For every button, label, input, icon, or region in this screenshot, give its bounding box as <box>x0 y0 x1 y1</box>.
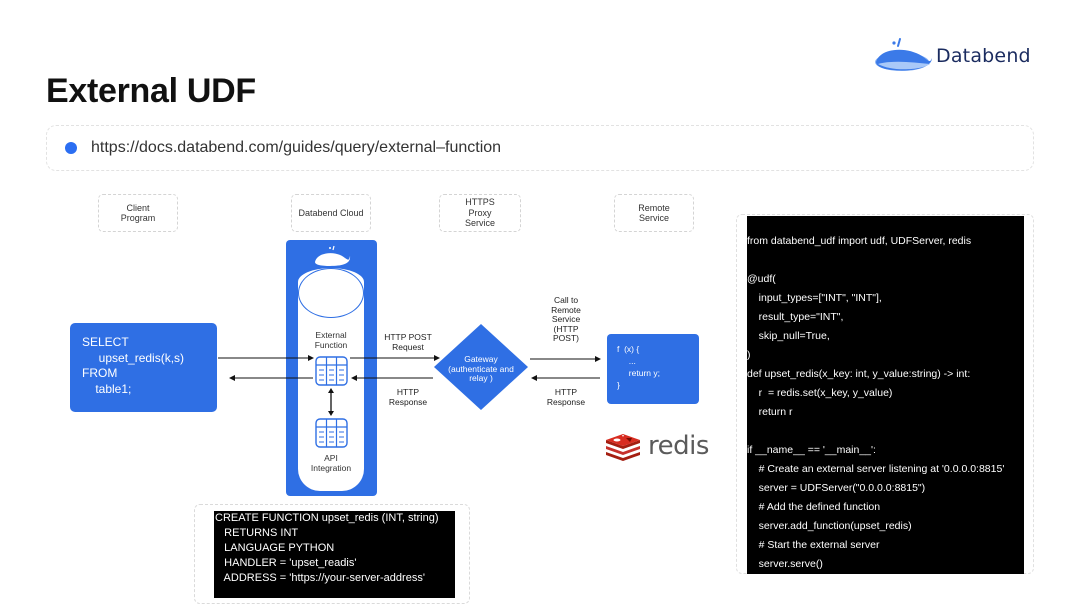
call-remote-service-label: Call to Remote Service (HTTP POST) <box>551 295 581 343</box>
lane-databend-cloud: Databend Cloud <box>291 194 371 232</box>
docs-link[interactable]: https://docs.databend.com/guides/query/e… <box>91 139 502 156</box>
http-response-right-label: HTTP Response <box>546 387 586 407</box>
gateway-label: Gateway (authenticate and relay ) <box>448 354 514 383</box>
whale-logo-icon <box>875 38 932 71</box>
remote-function-box: f (x) { ... return y; } <box>607 334 699 404</box>
redis-icon <box>606 434 640 461</box>
udf-server-python-code: from databend_udf import udf, UDFServer,… <box>747 216 1024 574</box>
api-integration-table-icon <box>315 418 348 448</box>
external-function-label: External Function <box>314 330 348 350</box>
brand-name: Databend <box>936 45 1031 67</box>
external-function-table-icon <box>315 356 348 386</box>
http-response-left-label: HTTP Response <box>388 387 428 407</box>
redis-logo: redis <box>604 430 709 462</box>
client-query-box: SELECT upset_redis(k,s) FROM table1; <box>70 323 217 412</box>
lane-https-proxy-service: HTTPS Proxy Service <box>439 194 521 232</box>
sql-code-frame <box>194 504 470 604</box>
whale-icon <box>315 245 351 266</box>
cloud-cylinder-top <box>298 268 364 318</box>
databend-logo: Databend <box>872 36 1052 76</box>
create-function-sql-code: CREATE FUNCTION upset_redis (INT, string… <box>214 511 455 598</box>
redis-label: redis <box>648 431 709 461</box>
bullet-icon <box>65 142 77 154</box>
docs-link-bar: https://docs.databend.com/guides/query/e… <box>46 125 1034 171</box>
page-title: External UDF <box>46 72 256 110</box>
api-integration-label: API Integration <box>310 453 352 473</box>
http-post-request-label: HTTP POST Request <box>384 332 432 352</box>
bidirectional-arrow-icon <box>328 388 334 416</box>
lane-remote-service: Remote Service <box>614 194 694 232</box>
lane-client-program: Client Program <box>98 194 178 232</box>
